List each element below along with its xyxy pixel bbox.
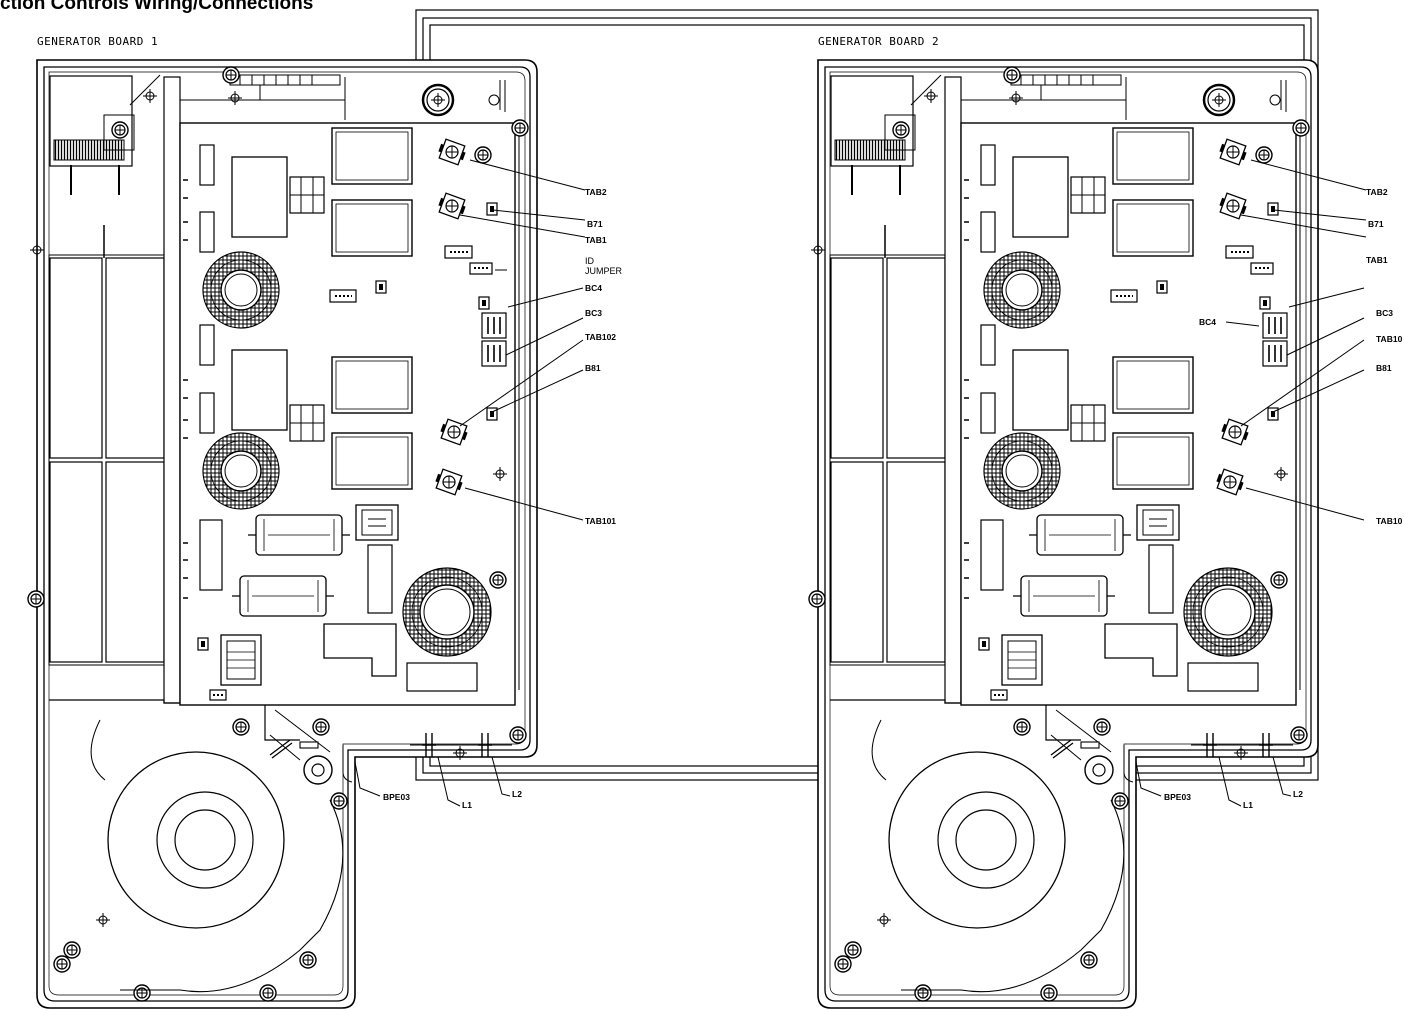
label-tab102: TAB102 [585, 332, 616, 342]
board-2-title: GENERATOR BOARD 2 [818, 35, 940, 48]
label-id: ID [585, 256, 595, 266]
label-b71: B71 [1368, 219, 1384, 229]
label-tab2: TAB2 [585, 187, 607, 197]
label-bpe03: BPE03 [383, 792, 410, 802]
label-l1: L1 [1243, 800, 1253, 810]
label-jumper: JUMPER [585, 266, 623, 276]
generator-board-1: TAB2 B71 TAB1 ID JUMPER BC4 BC3 TAB102 B… [28, 60, 623, 1008]
label-b81: B81 [585, 363, 601, 373]
label-bpe03: BPE03 [1164, 792, 1191, 802]
label-tab101: TAB101 [585, 516, 616, 526]
board-1-title: GENERATOR BOARD 1 [37, 35, 159, 48]
label-bc4: BC4 [585, 283, 602, 293]
label-b71: B71 [587, 219, 603, 229]
generator-board-2: TAB2 B71 TAB1 BC4 BC3 TAB10 B81 TAB10 BP… [809, 60, 1403, 1008]
label-bc4: BC4 [1199, 317, 1216, 327]
label-tab1: TAB1 [1366, 255, 1388, 265]
label-b81: B81 [1376, 363, 1392, 373]
label-bc3: BC3 [1376, 308, 1393, 318]
label-tab102: TAB10 [1376, 334, 1403, 344]
page-title: ction Controls Wiring/Connections [0, 0, 314, 14]
label-l2: L2 [512, 789, 522, 799]
label-l2: L2 [1293, 789, 1303, 799]
label-bc3: BC3 [585, 308, 602, 318]
label-tab1: TAB1 [585, 235, 607, 245]
label-l1: L1 [462, 800, 472, 810]
label-tab101: TAB10 [1376, 516, 1403, 526]
label-tab2: TAB2 [1366, 187, 1388, 197]
